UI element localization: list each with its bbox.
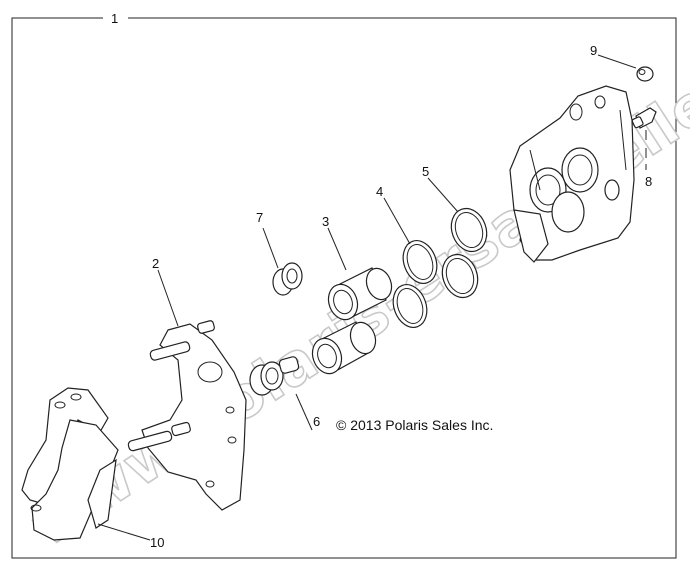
mounting-bracket[interactable] — [127, 320, 247, 511]
callout-2: 2 — [152, 256, 159, 271]
callout-5: 5 — [422, 164, 429, 179]
assembly-frame: 1 — [11, 11, 677, 559]
callout-7: 7 — [256, 210, 263, 225]
copyright-text: © 2013 Polaris Sales Inc. — [336, 417, 493, 433]
bleeder-screw[interactable] — [631, 107, 657, 129]
slide-pin-boot-upper[interactable] — [272, 262, 303, 296]
callout-4: 4 — [376, 184, 383, 199]
piston-seal-upper[interactable] — [397, 236, 442, 288]
piston-lower[interactable] — [308, 319, 380, 378]
leader-lines — [97, 54, 647, 541]
piston-seal-lower[interactable] — [387, 280, 432, 332]
brake-pad[interactable] — [21, 387, 119, 541]
bleeder-cap[interactable] — [636, 66, 654, 82]
callout-8: 8 — [645, 174, 652, 189]
callout-3: 3 — [322, 214, 329, 229]
caliper-body[interactable] — [509, 85, 635, 263]
dust-seal-upper[interactable] — [446, 204, 493, 257]
slide-pin-boot-lower[interactable] — [249, 356, 300, 396]
callout-6: 6 — [313, 414, 320, 429]
piston-upper[interactable] — [324, 265, 396, 324]
callout-1: 1 — [111, 11, 118, 26]
callout-10: 10 — [150, 535, 164, 550]
callout-9: 9 — [590, 43, 597, 58]
dust-seal-lower[interactable] — [437, 250, 484, 303]
